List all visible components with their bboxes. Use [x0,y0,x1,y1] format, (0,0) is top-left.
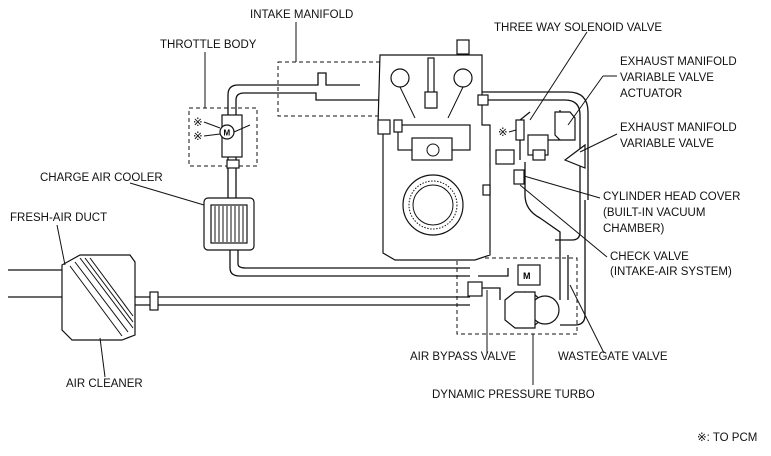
charge-air-cooler [203,197,255,251]
label-charge-air-cooler: CHARGE AIR COOLER [40,172,163,184]
solenoid-and-valves: ※ [495,111,586,185]
labels: INTAKE MANIFOLD THROTTLE BODY THREE WAY … [10,9,757,444]
throttle-pcm-mark-1: ※ [193,117,203,129]
label-exh-valve-line1: EXHAUST MANIFOLD [620,122,737,134]
turbo-motor-letter: M [523,271,531,281]
air-piping [8,72,589,326]
solenoid-pcm-mark: ※ [498,127,508,139]
label-cyl-head-line3: CHAMBER) [603,223,665,235]
label-exh-actuator-line3: ACTUATOR [620,88,682,100]
label-check-valve-line1: CHECK VALVE [610,251,689,263]
label-air-bypass-valve: AIR BYPASS VALVE [410,351,516,363]
dashed-component-boxes [188,61,578,335]
label-exh-actuator-line1: EXHAUST MANIFOLD [620,56,737,68]
turbo-box [456,257,578,335]
label-check-valve-line2: (INTAKE-AIR SYSTEM) [610,266,732,278]
label-exh-actuator-line2: VARIABLE VALVE [620,72,714,84]
intake-manifold-box [277,61,383,117]
label-dynamic-pressure-turbo: DYNAMIC PRESSURE TURBO [432,389,595,401]
label-throttle-body: THROTTLE BODY [160,39,257,51]
label-wastegate-valve: WASTEGATE VALVE [558,351,668,363]
label-fresh-air-duct: FRESH-AIR DUCT [10,212,107,224]
turbocharger: M [467,264,560,329]
label-air-cleaner: AIR CLEANER [66,378,143,390]
air-cleaner [61,254,159,341]
throttle-motor-letter: M [224,129,231,138]
throttle-body: M ※ ※ [193,114,251,169]
label-cyl-head-line1: CYLINDER HEAD COVER [603,191,740,203]
engine-block [377,39,491,261]
label-three-way-solenoid-valve: THREE WAY SOLENOID VALVE [494,22,662,34]
throttle-pcm-mark-2: ※ [193,131,203,143]
label-cyl-head-line2: (BUILT-IN VACUUM [603,207,705,219]
label-exh-valve-line2: VARIABLE VALVE [620,138,714,150]
legend-to-pcm: ※: TO PCM [697,432,757,444]
label-intake-manifold: INTAKE MANIFOLD [250,9,353,21]
leader-lines [56,22,618,385]
